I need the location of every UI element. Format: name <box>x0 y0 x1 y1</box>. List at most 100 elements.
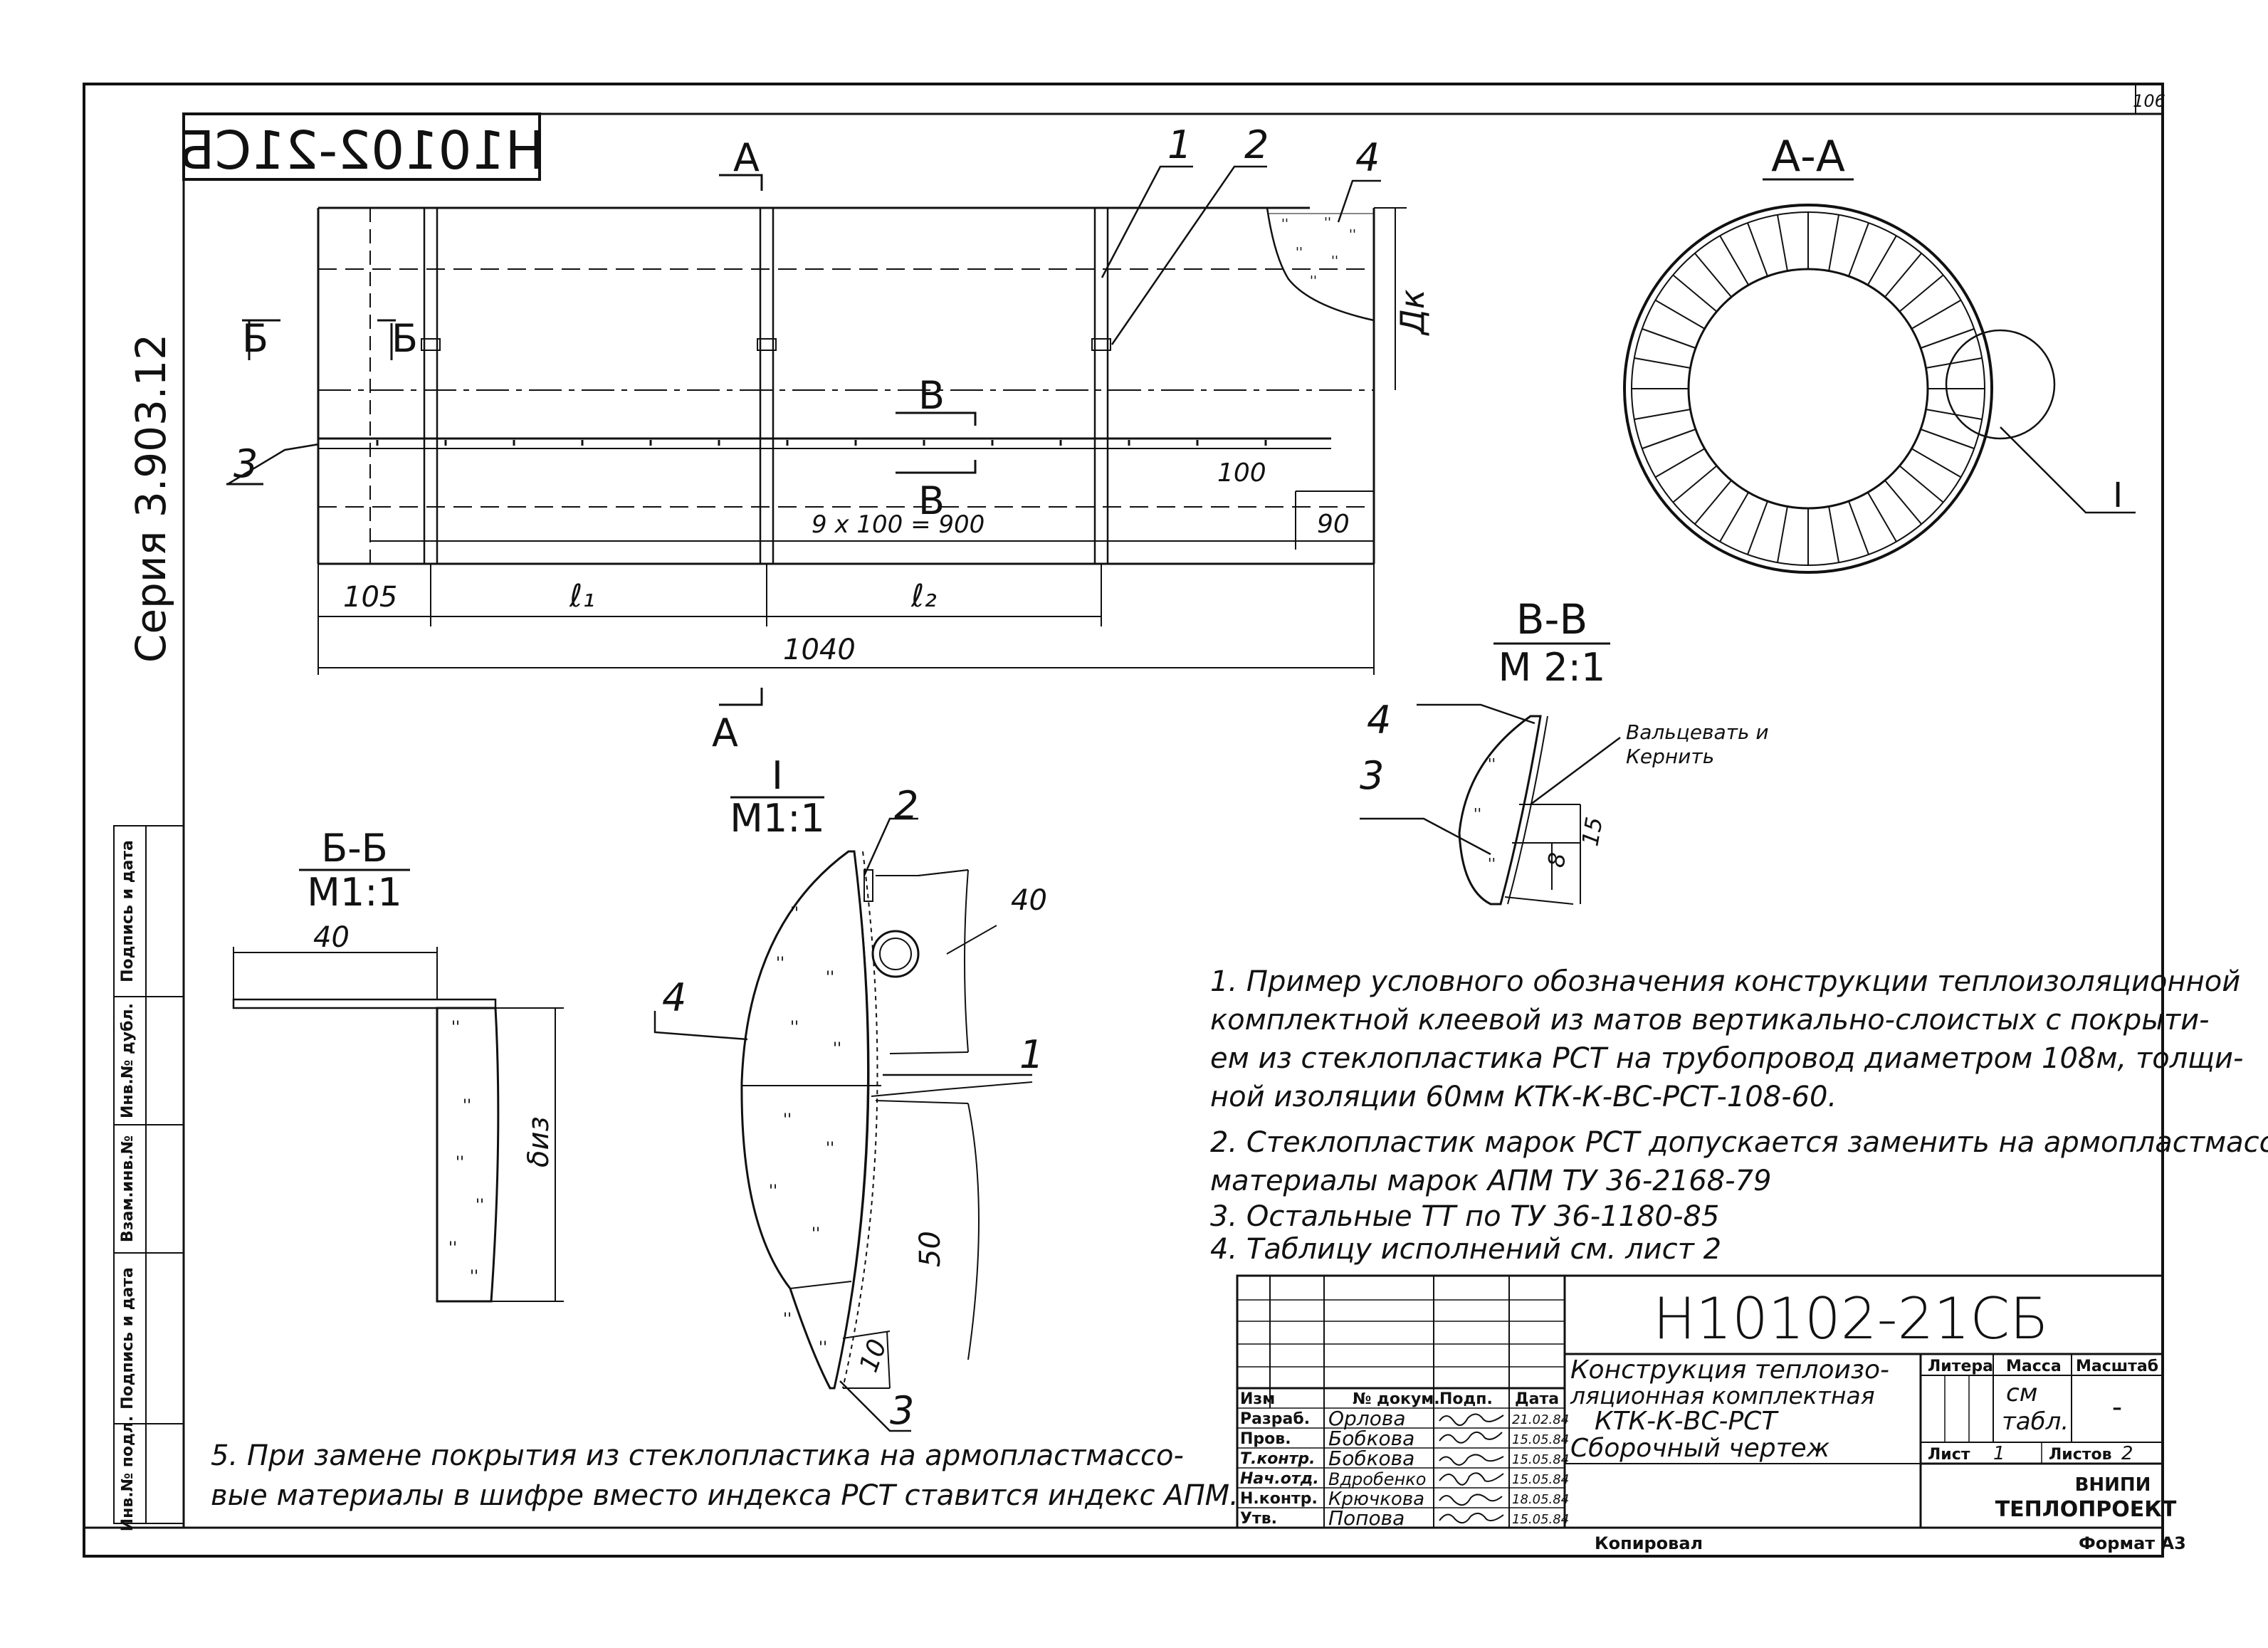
title-line: КТК-К-ВС-РСТ <box>1595 1407 1779 1436</box>
svg-text:'': '' <box>1488 855 1496 872</box>
note-line: 2. Стеклопластик марок РСТ допускается з… <box>1210 1126 2268 1159</box>
detail-i-title: I <box>772 753 783 798</box>
detail-position-2: 2 <box>894 783 918 828</box>
svg-text:'': '' <box>826 1140 834 1158</box>
dim-diz: δиз <box>523 1116 555 1167</box>
svg-text:'': '' <box>769 1182 777 1200</box>
row-name: Бобкова <box>1328 1447 1414 1470</box>
svg-text:'': '' <box>790 905 799 923</box>
detail-position-3: 3 <box>890 1388 914 1433</box>
mass-value-line: см <box>2006 1379 2037 1407</box>
position-2-label: 2 <box>1244 122 1269 167</box>
detail-i-dots: '''''' '''''' '''''' '''' <box>769 905 841 1357</box>
title-block-rows: Разраб. Орлова 21.02.84 Пров. Бобкова 15… <box>1240 1407 1569 1530</box>
note-line: 1. Пример условного обозначения конструк… <box>1210 965 2240 998</box>
sheet-label: Лист <box>1928 1446 1970 1464</box>
section-mark-b-right: Б <box>392 316 418 361</box>
section-bb-scale: M1:1 <box>307 870 402 915</box>
note5-block: 5. При замене покрытия из стеклопластика… <box>211 1439 1239 1512</box>
section-mark-a-bottom: А <box>712 710 738 755</box>
section-vv-title: В-В <box>1516 595 1588 644</box>
vv-dots: '' '' '' <box>1474 755 1496 872</box>
svg-text:'': '' <box>819 1339 827 1357</box>
title-block-description: Конструкция теплоизо- ляционная комплект… <box>1570 1355 1889 1463</box>
title-block-header: Изм № докум. Подп. Дата <box>1240 1390 1559 1408</box>
note-line: комплектной клеевой из матов вертикально… <box>1210 1004 2210 1036</box>
svg-text:'': '' <box>826 969 834 987</box>
note-line: ной изоляции 60мм КТК-К-ВС-РСТ-108-60. <box>1210 1081 1837 1113</box>
title-line: Конструкция теплоизо- <box>1570 1355 1889 1385</box>
svg-text:'': '' <box>1296 245 1303 260</box>
svg-text:'': '' <box>476 1197 484 1214</box>
sheet-value: 1 <box>1993 1443 2005 1464</box>
mirrored-drawing-code: H10102-21CБ <box>179 120 545 182</box>
detail-position-4: 4 <box>662 975 686 1020</box>
detail-i-view <box>653 817 1033 1432</box>
mass-label: Масса <box>2006 1358 2062 1375</box>
note-line: материалы марок АПМ ТУ 36-2168-79 <box>1210 1165 1771 1197</box>
litera-label: Литера <box>1928 1358 1993 1375</box>
vv-note-line-1: Вальцевать и <box>1626 720 1769 744</box>
svg-text:'': '' <box>1324 215 1331 230</box>
svg-text:'': '' <box>448 1239 457 1257</box>
side-stamp-labels: Инв.№ подл. Подпись и дата Взам.инв.№ Ин… <box>119 840 137 1531</box>
section-vv-view <box>1360 703 1621 906</box>
scale-value: - <box>2112 1391 2122 1424</box>
section-bb-view <box>232 947 564 1303</box>
svg-text:'': '' <box>833 1040 841 1058</box>
note-line: 4. Таблицу исполнений см. лист 2 <box>1210 1233 1721 1266</box>
main-view-leaders <box>227 165 1381 486</box>
vv-position-4: 4 <box>1367 698 1391 742</box>
note5-line: 5. При замене покрытия из стеклопластика… <box>211 1439 1184 1472</box>
title-line: Сборочный чертеж <box>1570 1434 1830 1463</box>
position-4-label: 4 <box>1355 135 1380 180</box>
svg-text:'': '' <box>463 1097 471 1115</box>
detail-i-callout: I <box>2113 476 2123 515</box>
section-mark-v-top: В <box>918 373 945 418</box>
format-label: Формат А3 <box>2079 1533 2186 1553</box>
row-name: Попова <box>1328 1506 1405 1530</box>
row-role: Н.контр. <box>1240 1490 1318 1508</box>
svg-text:'': '' <box>783 1311 792 1328</box>
row-name: Вдробенко <box>1328 1469 1426 1489</box>
scale-label: Масштаб <box>2076 1358 2158 1375</box>
section-mark-v-bottom: В <box>918 478 945 523</box>
notes-block: 1. Пример условного обозначения конструк… <box>1210 965 2268 1266</box>
svg-text:'': '' <box>790 1019 799 1036</box>
side-stamp-label: Подпись и дата <box>119 840 137 982</box>
dim-l2: ℓ₂ <box>910 578 937 614</box>
svg-text:'': '' <box>812 1225 820 1243</box>
title-line: ляционная комплектная <box>1570 1382 1875 1410</box>
svg-text:'': '' <box>456 1154 464 1172</box>
section-vv-scale: M 2:1 <box>1498 645 1606 690</box>
dim-40-bb: 40 <box>313 921 350 954</box>
org-line-2: ТЕПЛОПРОЕКТ <box>1995 1497 2177 1522</box>
header-izm: Изм <box>1240 1390 1275 1408</box>
vv-note-line-2: Кернить <box>1626 745 1714 768</box>
section-aa-title: А-А <box>1771 132 1845 182</box>
side-stamp-label: Подпись и дата <box>119 1267 137 1410</box>
rivet-ticks <box>376 440 1267 446</box>
section-mark-b-left: Б <box>242 316 268 361</box>
main-view-dimensions <box>317 207 1407 675</box>
row-role: Пров. <box>1240 1430 1291 1448</box>
dim-9x100: 9 x 100 = 900 <box>812 510 985 539</box>
note-line: ем из стеклопластика РСТ на трубопровод … <box>1210 1042 2243 1075</box>
row-date: 21.02.84 <box>1512 1412 1569 1427</box>
svg-text:'': '' <box>1474 805 1481 822</box>
row-role: Т.контр. <box>1240 1450 1315 1468</box>
svg-text:'': '' <box>1310 273 1317 288</box>
dim-40-arc: 40 <box>1011 884 1047 917</box>
svg-text:'': '' <box>1281 216 1288 231</box>
row-date: 15.05.84 <box>1512 1472 1569 1487</box>
svg-text:'': '' <box>1488 755 1496 772</box>
row-name: Бобкова <box>1328 1427 1414 1450</box>
title-block-right: Литера Масса Масштаб см табл. - Лист 1 Л… <box>1928 1358 2177 1522</box>
section-aa-view <box>1623 204 2136 574</box>
bb-insulation-dots: '''''' '''''' <box>448 1019 484 1286</box>
side-stamp-label: Взам.инв.№ <box>119 1135 137 1242</box>
svg-text:'': '' <box>451 1019 460 1036</box>
section-bb-title: Б-Б <box>321 826 388 871</box>
position-1-label: 1 <box>1167 122 1192 167</box>
svg-text:'': '' <box>1349 227 1356 242</box>
